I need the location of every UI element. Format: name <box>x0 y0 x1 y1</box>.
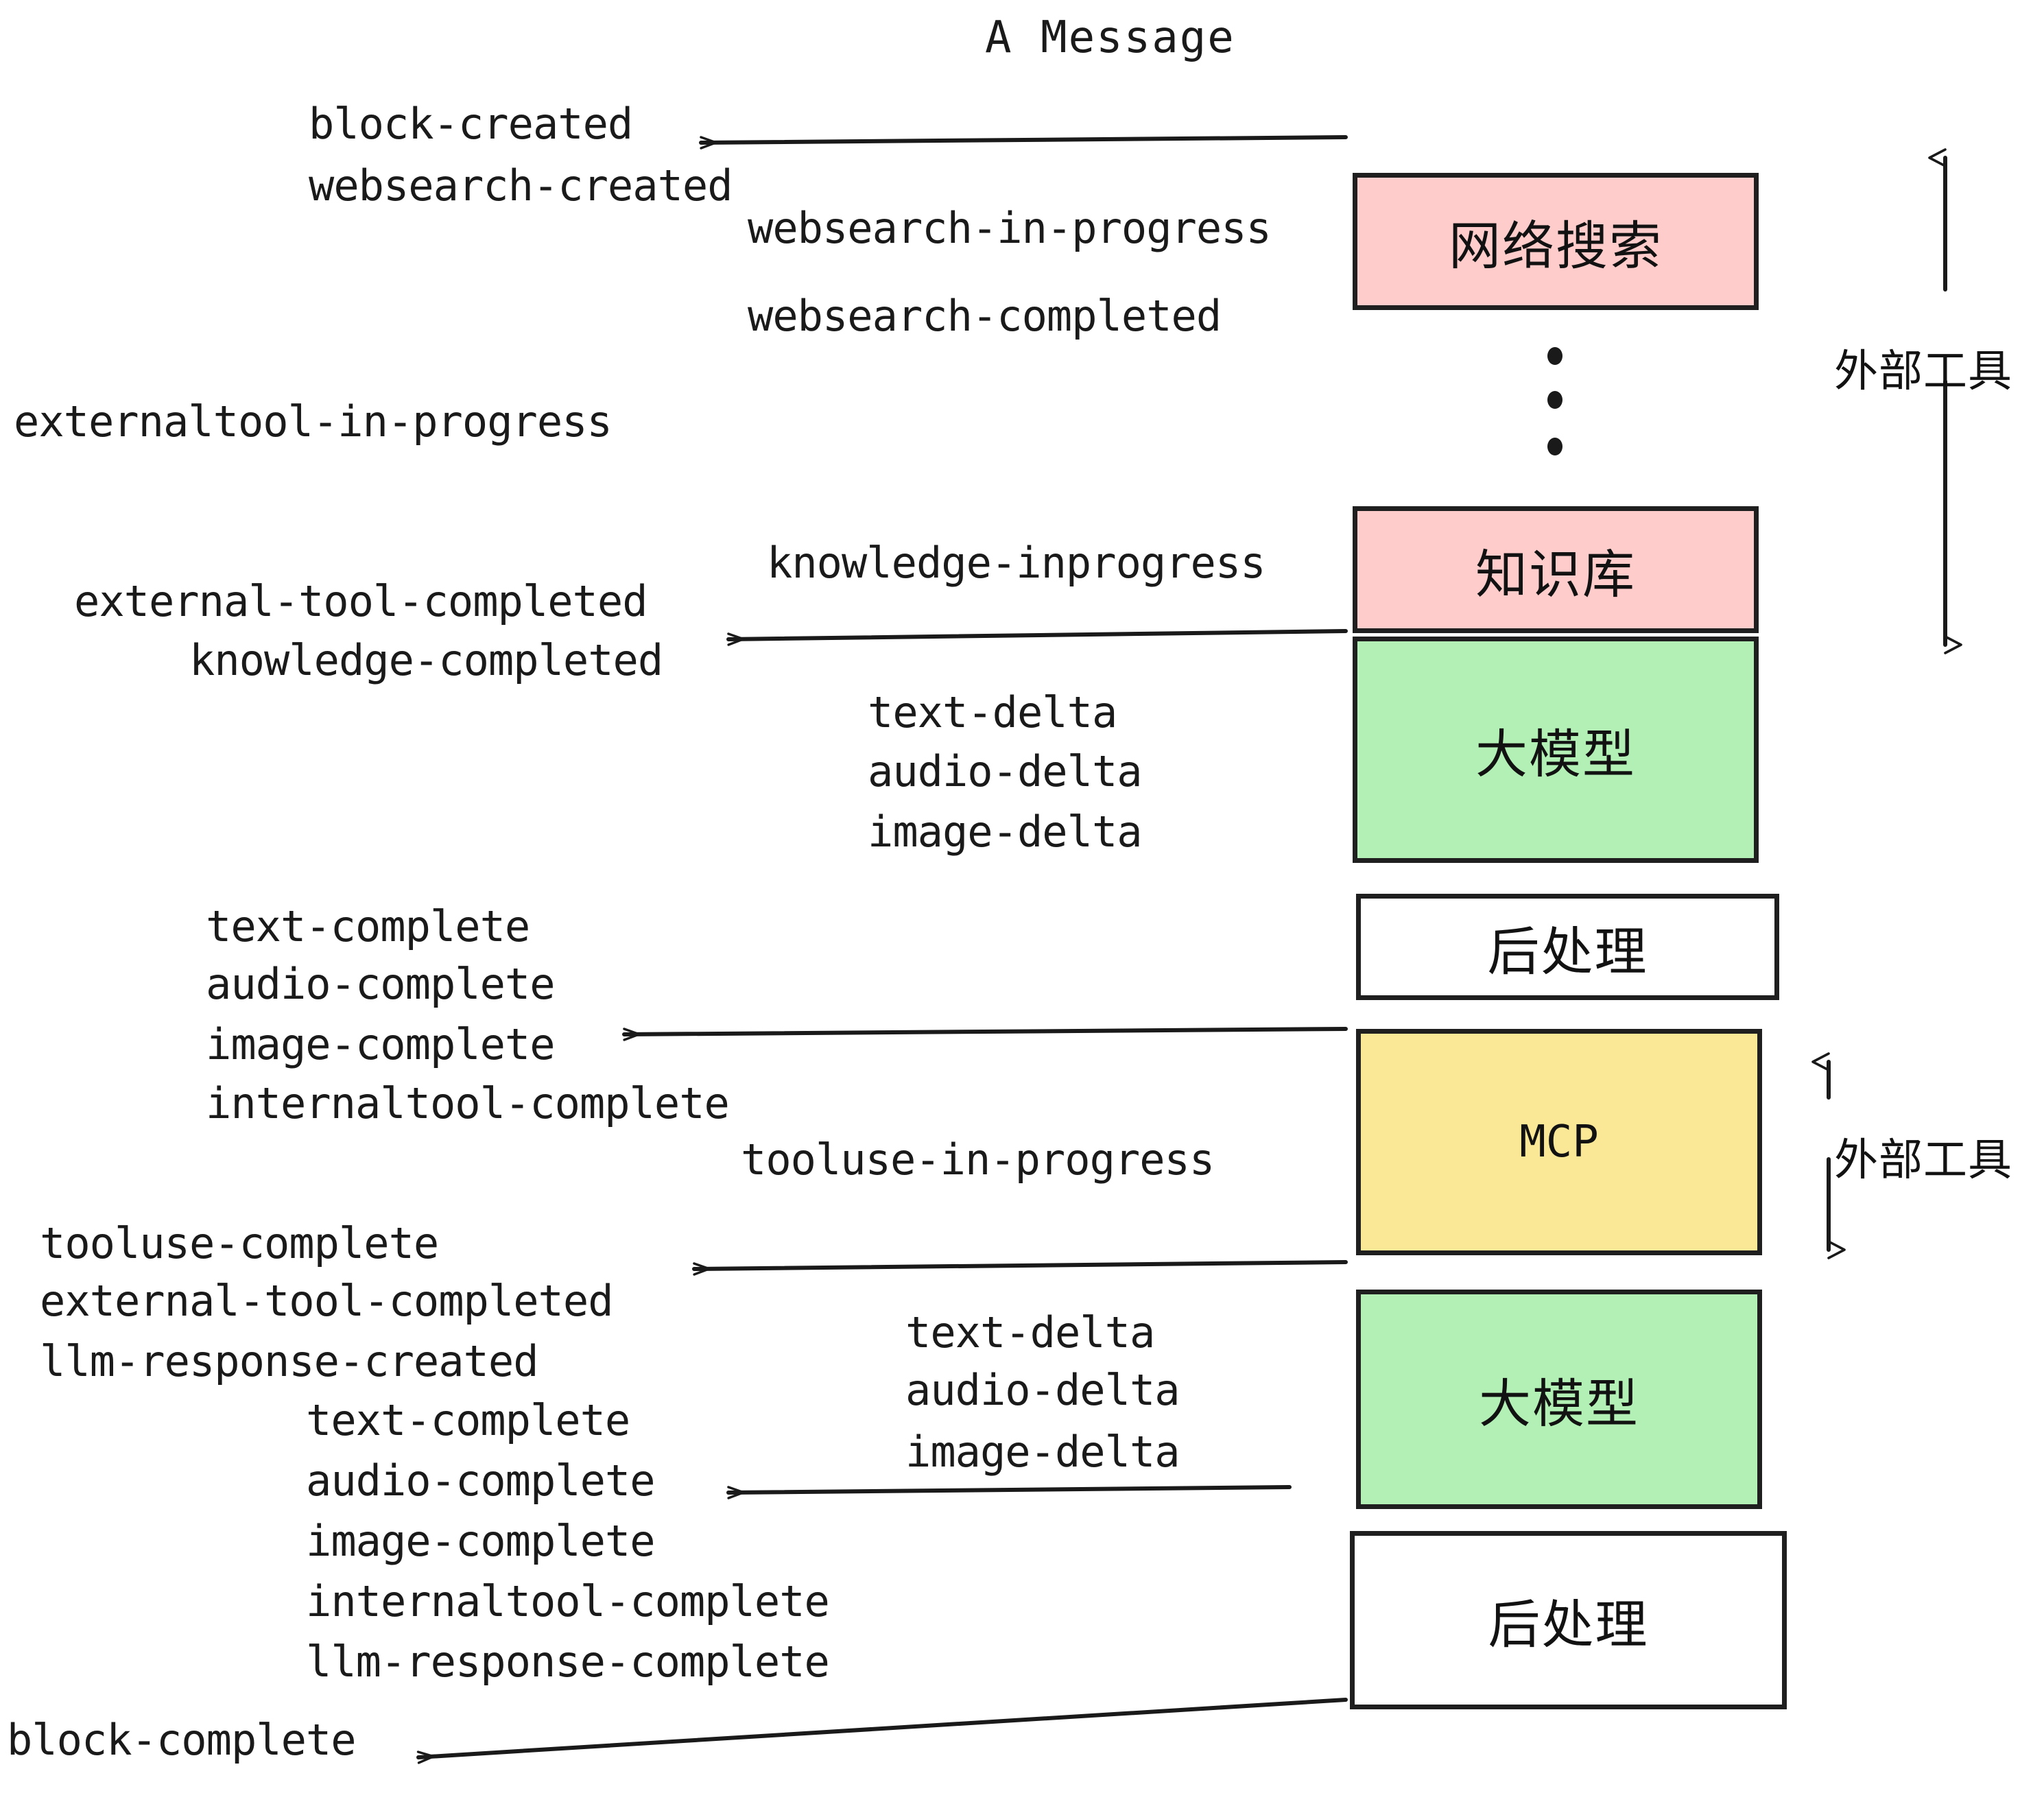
event-label-internaltool-complete-2: internaltool-complete <box>306 1576 830 1626</box>
event-label-knowledge-completed: knowledge-completed <box>189 635 663 685</box>
event-label-websearch-completed: websearch-completed <box>748 291 1222 341</box>
page-title: A Message <box>985 12 1235 63</box>
node-label-llm-2: 大模型 <box>1479 1373 1639 1434</box>
arrow-knowledge-out <box>726 629 1348 646</box>
side-label-external-tools-bottom: 外部工具 <box>1834 1135 2012 1186</box>
event-label-text-complete-1: text-complete <box>206 901 530 951</box>
event-label-internaltool-complete-1: internaltool-complete <box>206 1078 730 1128</box>
ellipsis-dot-3 <box>1547 438 1562 455</box>
event-label-image-complete-1: image-complete <box>206 1019 556 1069</box>
arrow-websearch-out <box>699 135 1348 150</box>
event-label-block-created: block-created <box>309 99 633 149</box>
event-label-knowledge-inprogress: knowledge-inprogress <box>767 538 1266 588</box>
event-label-audio-delta-1: audio-delta <box>868 746 1143 796</box>
ellipsis-dot-1 <box>1547 347 1562 365</box>
arrow-postproc1-out <box>622 1027 1348 1041</box>
arrow-layer <box>416 135 1348 1764</box>
side-label-external-tools-top: 外部工具 <box>1834 346 2012 397</box>
event-label-image-delta-2: image-delta <box>905 1427 1180 1477</box>
node-box-llm-1[interactable]: 大模型 <box>1353 637 1759 863</box>
event-label-audio-complete-2: audio-complete <box>306 1456 656 1506</box>
event-label-audio-delta-2: audio-delta <box>905 1365 1180 1415</box>
node-box-postprocess-1[interactable]: 后处理 <box>1356 894 1779 1000</box>
node-label-knowledge: 知识库 <box>1475 543 1636 605</box>
event-label-tooluse-in-progress: tooluse-in-progress <box>741 1135 1215 1185</box>
event-label-llm-response-created: llm-response-created <box>40 1336 539 1386</box>
event-label-external-tool-completed-2: external-tool-completed <box>40 1276 614 1326</box>
arrow-mcp-out <box>692 1260 1348 1276</box>
node-label-postprocess-1: 后处理 <box>1487 921 1648 982</box>
event-label-image-complete-2: image-complete <box>306 1516 656 1566</box>
event-label-tooluse-complete: tooluse-complete <box>40 1218 439 1268</box>
node-box-postprocess-2[interactable]: 后处理 <box>1350 1531 1787 1709</box>
node-box-knowledge[interactable]: 知识库 <box>1353 506 1759 633</box>
event-label-text-complete-2: text-complete <box>306 1395 630 1445</box>
arrow-llm2-out <box>726 1485 1292 1499</box>
event-label-externaltool-in-progress: externaltool-in-progress <box>14 396 613 447</box>
event-label-websearch-in-progress: websearch-in-progress <box>748 203 1272 253</box>
event-label-image-delta-1: image-delta <box>868 807 1143 857</box>
node-label-mcp: MCP <box>1519 1117 1599 1167</box>
node-label-postprocess-2: 后处理 <box>1488 1594 1649 1655</box>
arrow-postproc2-out <box>416 1698 1348 1764</box>
event-label-audio-complete-1: audio-complete <box>206 959 556 1009</box>
node-box-websearch[interactable]: 网络搜索 <box>1353 173 1759 310</box>
event-label-block-complete: block-complete <box>7 1715 357 1765</box>
ellipsis-dot-2 <box>1547 391 1562 409</box>
event-label-llm-response-complete: llm-response-complete <box>306 1637 830 1687</box>
node-box-mcp[interactable]: MCP <box>1356 1029 1762 1255</box>
event-label-external-tool-completed-1: external-tool-completed <box>74 576 648 626</box>
event-label-websearch-created: websearch-created <box>309 161 733 211</box>
node-label-websearch: 网络搜索 <box>1449 215 1663 276</box>
event-label-text-delta-2: text-delta <box>905 1307 1155 1357</box>
event-label-text-delta-1: text-delta <box>868 687 1117 737</box>
node-box-llm-2[interactable]: 大模型 <box>1356 1290 1762 1509</box>
bracket-layer <box>1811 148 1962 1259</box>
node-label-llm-1: 大模型 <box>1475 724 1636 785</box>
